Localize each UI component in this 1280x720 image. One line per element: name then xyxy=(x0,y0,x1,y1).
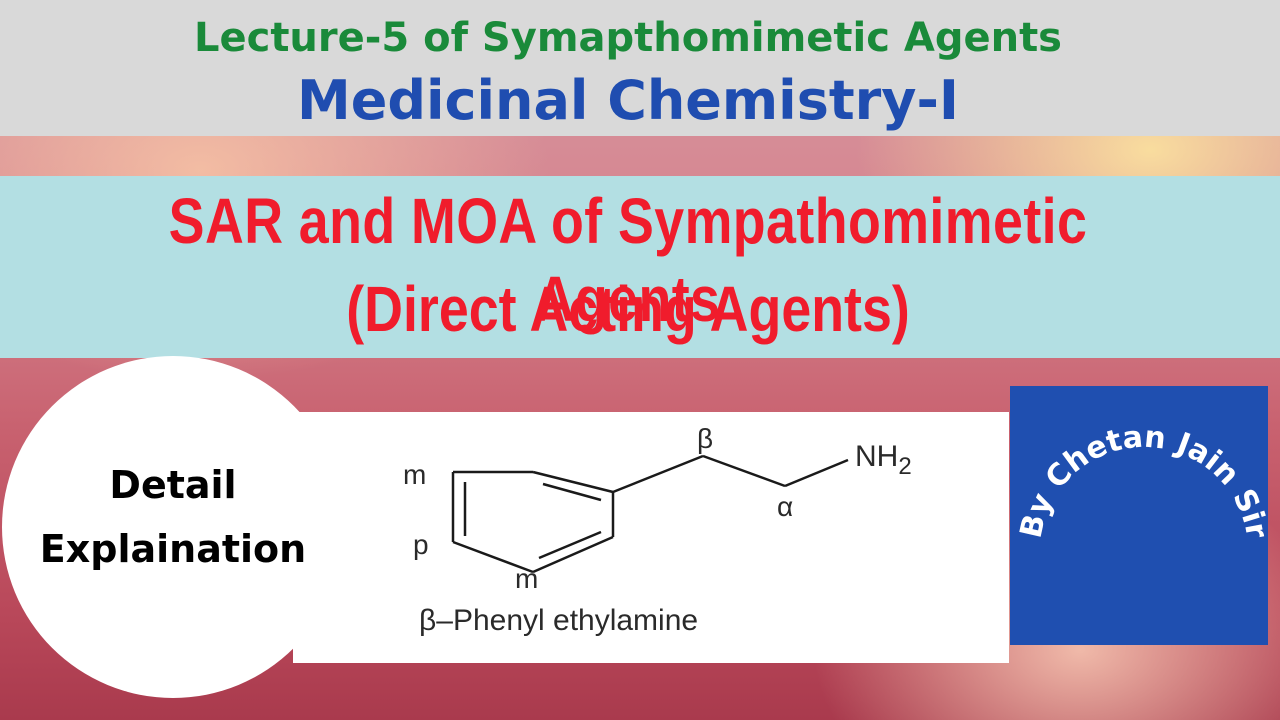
topic-title: SAR and MOA of Sympathomimetic Agents xyxy=(168,185,1088,335)
para-label: p xyxy=(413,529,429,560)
beta-label: β xyxy=(697,423,713,454)
subject-title: Medicinal Chemistry-I xyxy=(296,69,959,132)
topic-subtitle: (Direct Acting Agents) xyxy=(346,273,910,345)
svg-text:By Chetan Jain Sir: By Chetan Jain Sir xyxy=(1014,420,1268,542)
badge-line1: Detail xyxy=(109,463,237,507)
benzene-ring xyxy=(451,454,849,574)
alpha-label: α xyxy=(777,491,793,522)
lecture-title: Lecture-5 of Symapthomimetic Agents xyxy=(193,15,1062,61)
topic-band xyxy=(0,176,1280,358)
author-arc-text: By Chetan Jain Sir xyxy=(1014,420,1275,542)
meta-bottom-label: m xyxy=(515,563,538,594)
header-band xyxy=(0,0,1280,136)
compound-name: β–Phenyl ethylamine xyxy=(419,604,698,637)
amine-label: NH2 xyxy=(855,440,912,480)
author-name: By Chetan Jain Sir xyxy=(1014,420,1275,542)
author-box: By Chetan Jain Sir xyxy=(1010,386,1275,645)
meta-top-label: m xyxy=(403,459,426,490)
detail-badge: Detail Explaination xyxy=(2,356,344,698)
phenylethylamine-structure: β α NH2 m p m β–Phenyl ethylamine xyxy=(403,423,912,637)
amine-label-sub: 2 xyxy=(898,453,911,480)
amine-label-main: NH xyxy=(855,440,898,473)
structure-panel xyxy=(293,412,1009,663)
badge-line2: Explaination xyxy=(39,527,307,571)
